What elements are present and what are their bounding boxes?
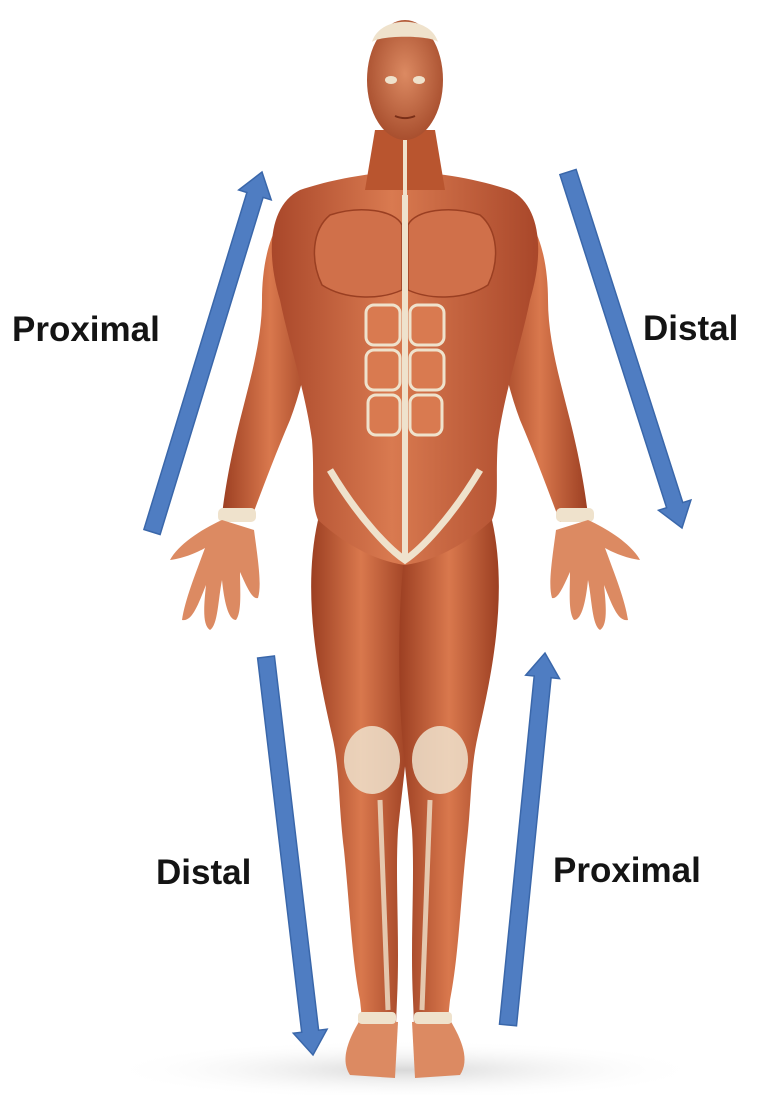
label-proximal-upper: Proximal (12, 312, 160, 347)
label-distal-lower: Distal (156, 855, 251, 890)
right-foot (412, 1020, 465, 1078)
left-ankle-band (358, 1012, 396, 1024)
left-foot (345, 1020, 398, 1078)
floor-shadow (105, 1040, 705, 1095)
arrow-lower-right-up (500, 653, 560, 1026)
left-wrist-band (218, 508, 256, 522)
right-wrist-band (556, 508, 594, 522)
left-eye (385, 76, 397, 84)
left-knee (344, 726, 400, 794)
right-hand (550, 520, 640, 630)
left-hand (170, 520, 260, 630)
arrow-lower-left-down (258, 656, 328, 1055)
label-distal-upper: Distal (643, 311, 738, 346)
right-knee (412, 726, 468, 794)
right-pectoral (408, 210, 496, 297)
right-ankle-band (414, 1012, 452, 1024)
right-eye (413, 76, 425, 84)
left-pectoral (314, 210, 402, 297)
label-proximal-lower: Proximal (553, 853, 701, 888)
